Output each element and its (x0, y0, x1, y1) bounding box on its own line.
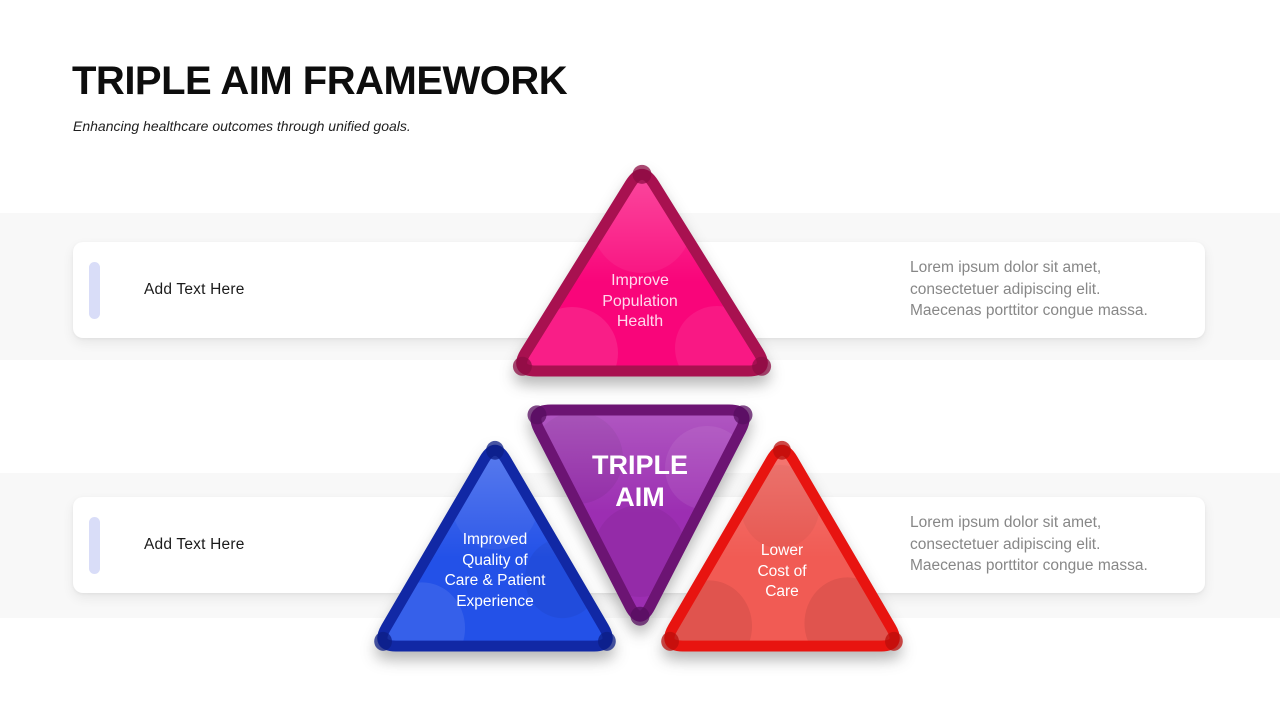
corner-knot (512, 356, 532, 376)
card-accent-pill (89, 517, 100, 574)
corner-knot (773, 440, 791, 460)
corner-knot (752, 356, 772, 376)
triangle-left-label[interactable]: Improved Quality of Care & Patient Exper… (444, 531, 546, 610)
triangle-top-label[interactable]: Improve Population Health (602, 272, 678, 330)
shine-overlay (535, 410, 745, 617)
card-description[interactable]: Lorem ipsum dolor sit amet, consectetuer… (910, 514, 1148, 574)
card-description[interactable]: Lorem ipsum dolor sit amet, consectetuer… (910, 259, 1148, 319)
triangle-triple-aim-center[interactable] (515, 396, 765, 638)
corner-knot (527, 405, 547, 425)
corner-knot (885, 631, 903, 651)
triangle-lower-cost[interactable] (651, 429, 913, 658)
corner-knot (632, 164, 652, 184)
shine-overlay (669, 450, 895, 647)
triangle-improved-quality[interactable] (364, 429, 626, 658)
page-subtitle[interactable]: Enhancing healthcare outcomes through un… (73, 118, 411, 134)
corner-knot (630, 606, 650, 626)
shine-overlay (382, 450, 608, 647)
triangle-right-label[interactable]: Lower Cost of Care (757, 542, 807, 600)
shine-overlay (521, 174, 763, 371)
card-label-placeholder[interactable]: Add Text Here (144, 536, 245, 553)
corner-knot (598, 631, 616, 651)
card-label-placeholder[interactable]: Add Text Here (144, 281, 245, 298)
card-accent-pill (89, 262, 100, 319)
corner-knot (733, 405, 753, 425)
corner-knot (486, 440, 504, 460)
corner-knot (374, 631, 392, 651)
page-title[interactable]: TRIPLE AIM FRAMEWORK (72, 59, 568, 103)
corner-knot (661, 631, 679, 651)
triangle-improve-population-health[interactable] (502, 153, 782, 383)
triangle-center-label[interactable]: TRIPLE AIM (591, 450, 688, 512)
